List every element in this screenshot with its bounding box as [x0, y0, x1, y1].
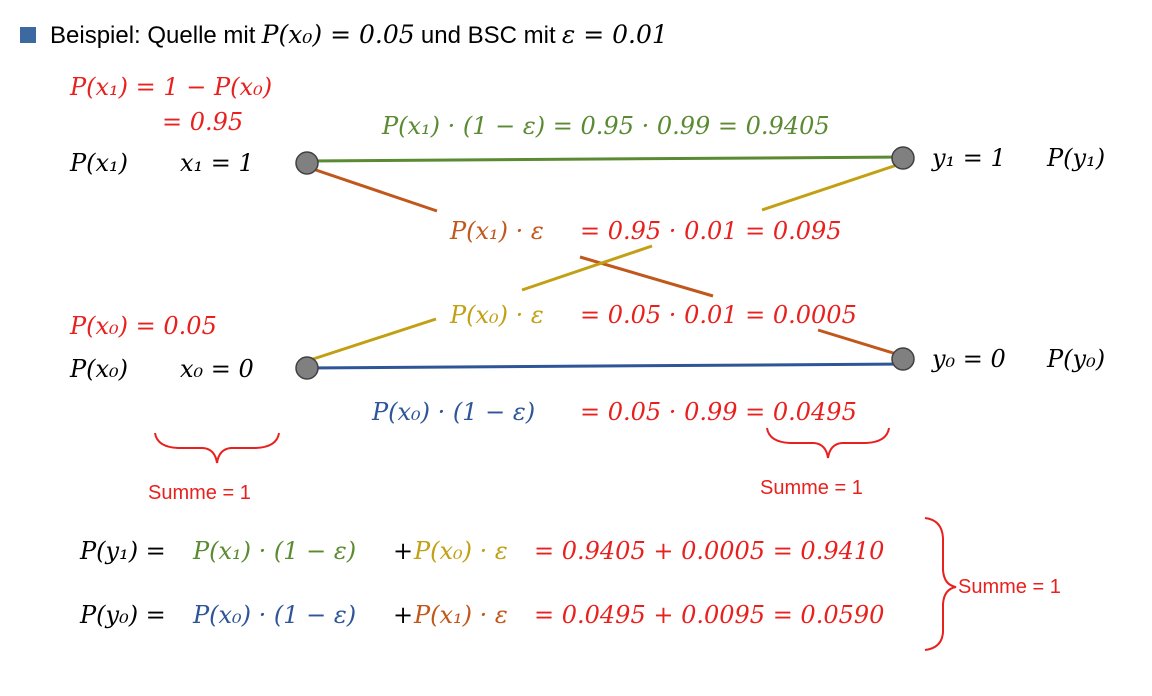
- left-x0-label: x₀ = 0: [180, 355, 254, 383]
- header-p-x0: P(x₀) = 0.05: [261, 20, 415, 49]
- left-x1-label: x₁ = 1: [180, 149, 254, 177]
- left-sum-label: Summe = 1: [148, 482, 251, 504]
- eq-py1-plus: +: [393, 537, 414, 565]
- bottom-sum-label: Summe = 1: [958, 576, 1061, 598]
- bullet-square-icon: [20, 27, 36, 43]
- edge-x1-y0-segment-3: [817, 328, 904, 358]
- node-y1: [891, 146, 915, 170]
- eq-py1-term2: P(x₀) · ε: [414, 537, 508, 565]
- edge-x1-y0-term: P(x₁) · ε: [450, 217, 544, 245]
- edge-x0-y0-value: = 0.05 · 0.99 = 0.0495: [580, 398, 857, 426]
- header-intro: Beispiel: Quelle mit: [50, 22, 256, 49]
- edge-x0-y1-segment-3: [761, 161, 904, 212]
- eq-py0-term1: P(x₀) · (1 − ε): [193, 601, 357, 629]
- node-x1: [295, 151, 319, 175]
- brace-bottom-sum: [924, 517, 957, 651]
- header-line: Beispiel: Quelle mit P(x₀) = 0.05 und BS…: [50, 22, 668, 48]
- left-px1-formula: P(x₁) = 1 − P(x₀): [70, 73, 273, 101]
- right-py1-label: P(y₁): [1047, 144, 1106, 172]
- right-y0-label: y₀ = 0: [932, 345, 1006, 373]
- eq-py1-rhs: = 0.9405 + 0.0005 = 0.9410: [534, 537, 885, 565]
- edge-x0-y1-value: = 0.05 · 0.01 = 0.0005: [580, 301, 857, 329]
- edge-x0-y0-term: P(x₀) · (1 − ε): [372, 398, 536, 426]
- header-connector: und BSC mit: [420, 22, 556, 49]
- eq-py0-plus: +: [393, 601, 414, 629]
- edge-x1-y1: [306, 155, 904, 163]
- right-y1-label: y₁ = 1: [932, 144, 1006, 172]
- left-px0-value: P(x₀) = 0.05: [70, 312, 217, 340]
- edge-x0-y0: [306, 362, 904, 370]
- edge-x0-y1-segment-2: [521, 244, 653, 292]
- eq-py1-term1: P(x₁) · (1 − ε): [193, 537, 357, 565]
- edge-x0-y1-segment-1: [306, 317, 437, 363]
- edge-x1-y0-value: = 0.95 · 0.01 = 0.095: [580, 217, 842, 245]
- edge-x1-y0-segment-1: [306, 165, 438, 213]
- edge-x0-y1-term: P(x₀) · ε: [450, 301, 544, 329]
- header-epsilon: ε = 0.01: [561, 20, 668, 49]
- eq-py1-lhs: P(y₁) =: [80, 537, 166, 565]
- eq-py0-term2: P(x₁) · ε: [414, 601, 508, 629]
- node-x0: [295, 356, 319, 380]
- eq-py0-rhs: = 0.0495 + 0.0095 = 0.0590: [534, 601, 885, 629]
- eq-py0-lhs: P(y₀) =: [80, 601, 166, 629]
- left-px1-value: = 0.95: [162, 108, 244, 136]
- left-px0-label: P(x₀): [70, 355, 129, 383]
- right-sum-label: Summe = 1: [760, 477, 863, 499]
- node-y0: [891, 347, 915, 371]
- edge-x1-y1-annotation: P(x₁) · (1 − ε) = 0.95 · 0.99 = 0.9405: [382, 112, 830, 140]
- left-px1-label: P(x₁): [70, 149, 129, 177]
- brace-left-sum: [154, 432, 280, 464]
- brace-right-sum: [766, 427, 890, 459]
- right-py0-label: P(y₀): [1047, 345, 1106, 373]
